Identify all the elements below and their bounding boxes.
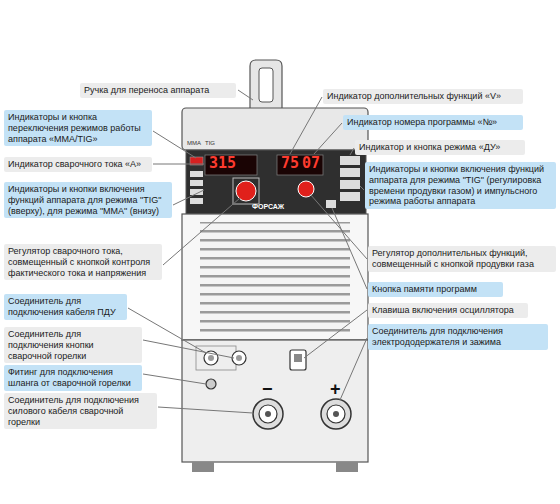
callout-box: Соединитель для подключения кнопки сваро… <box>4 327 142 363</box>
panel-label: MMA <box>187 140 201 146</box>
callout-text: Индикатор сварочного тока «A» <box>8 159 148 170</box>
callout-box: Индикатор дополнительных функций «V» <box>323 89 523 104</box>
callout-text: Ручка для переноса аппарата <box>84 85 232 96</box>
callout-box: Индикаторы и кнопка переключения режимов… <box>4 110 152 146</box>
callout-box: Ручка для переноса аппарата <box>80 83 236 98</box>
display-digits: 07 <box>302 156 320 171</box>
panel-label: TIG <box>205 140 215 146</box>
callout-box: Кнопка памяти программ <box>368 282 503 297</box>
callout-text: Индикаторы и кнопки включения функций ап… <box>369 164 552 207</box>
callout-text: Соединитель для подключения электрододер… <box>372 326 544 348</box>
callout-box: Индикаторы и кнопки включения функций ап… <box>4 182 172 218</box>
display-digits: 315 <box>209 156 236 171</box>
callout-box: Индикатор номера программы «№» <box>343 115 523 130</box>
callout-box: Соединитель для подключения силового каб… <box>4 393 157 429</box>
display-digits: 75 <box>281 156 299 171</box>
callout-text: Соединитель для подключения кабеля ПДУ <box>8 296 123 318</box>
callout-text: Клавиша включения осциллятора <box>372 305 524 316</box>
panel-label: − <box>262 380 273 398</box>
callout-text: Кнопка памяти программ <box>372 284 499 295</box>
callout-text: Индикатор и кнопка режима «ДУ» <box>359 142 521 153</box>
callout-box: Клавиша включения осциллятора <box>368 303 528 318</box>
callout-box: Индикатор сварочного тока «A» <box>4 157 152 172</box>
panel-label: ФОРСАЖ <box>252 203 284 210</box>
callout-box: Регулятор дополнительных функций, совмещ… <box>368 246 556 272</box>
callout-text: Индикатор дополнительных функций «V» <box>327 91 519 102</box>
callout-text: Соединитель для подключения силового каб… <box>8 395 153 427</box>
callout-text: Индикаторы и кнопка переключения режимов… <box>8 112 148 144</box>
callout-box: Индикатор и кнопка режима «ДУ» <box>355 140 525 155</box>
callout-box: Фитинг для подключения шланга от сварочн… <box>4 365 142 391</box>
callout-text: Регулятор дополнительных функций, совмещ… <box>372 248 552 270</box>
panel-label: + <box>330 380 341 398</box>
callout-box: Соединитель для подключения электрододер… <box>368 324 548 350</box>
callout-box: Соединитель для подключения кабеля ПДУ <box>4 294 127 320</box>
callout-text: Индикатор номера программы «№» <box>347 117 519 128</box>
callout-text: Регулятор сварочного тока, совмещенный с… <box>8 246 158 278</box>
callout-box: Индикаторы и кнопки включения функций ап… <box>365 162 556 209</box>
callout-box: Регулятор сварочного тока, совмещенный с… <box>4 244 162 280</box>
callout-text: Фитинг для подключения шланга от сварочн… <box>8 367 138 389</box>
callout-text: Соединитель для подключения кнопки сваро… <box>8 329 138 361</box>
callout-text: Индикаторы и кнопки включения функций ап… <box>8 184 168 216</box>
